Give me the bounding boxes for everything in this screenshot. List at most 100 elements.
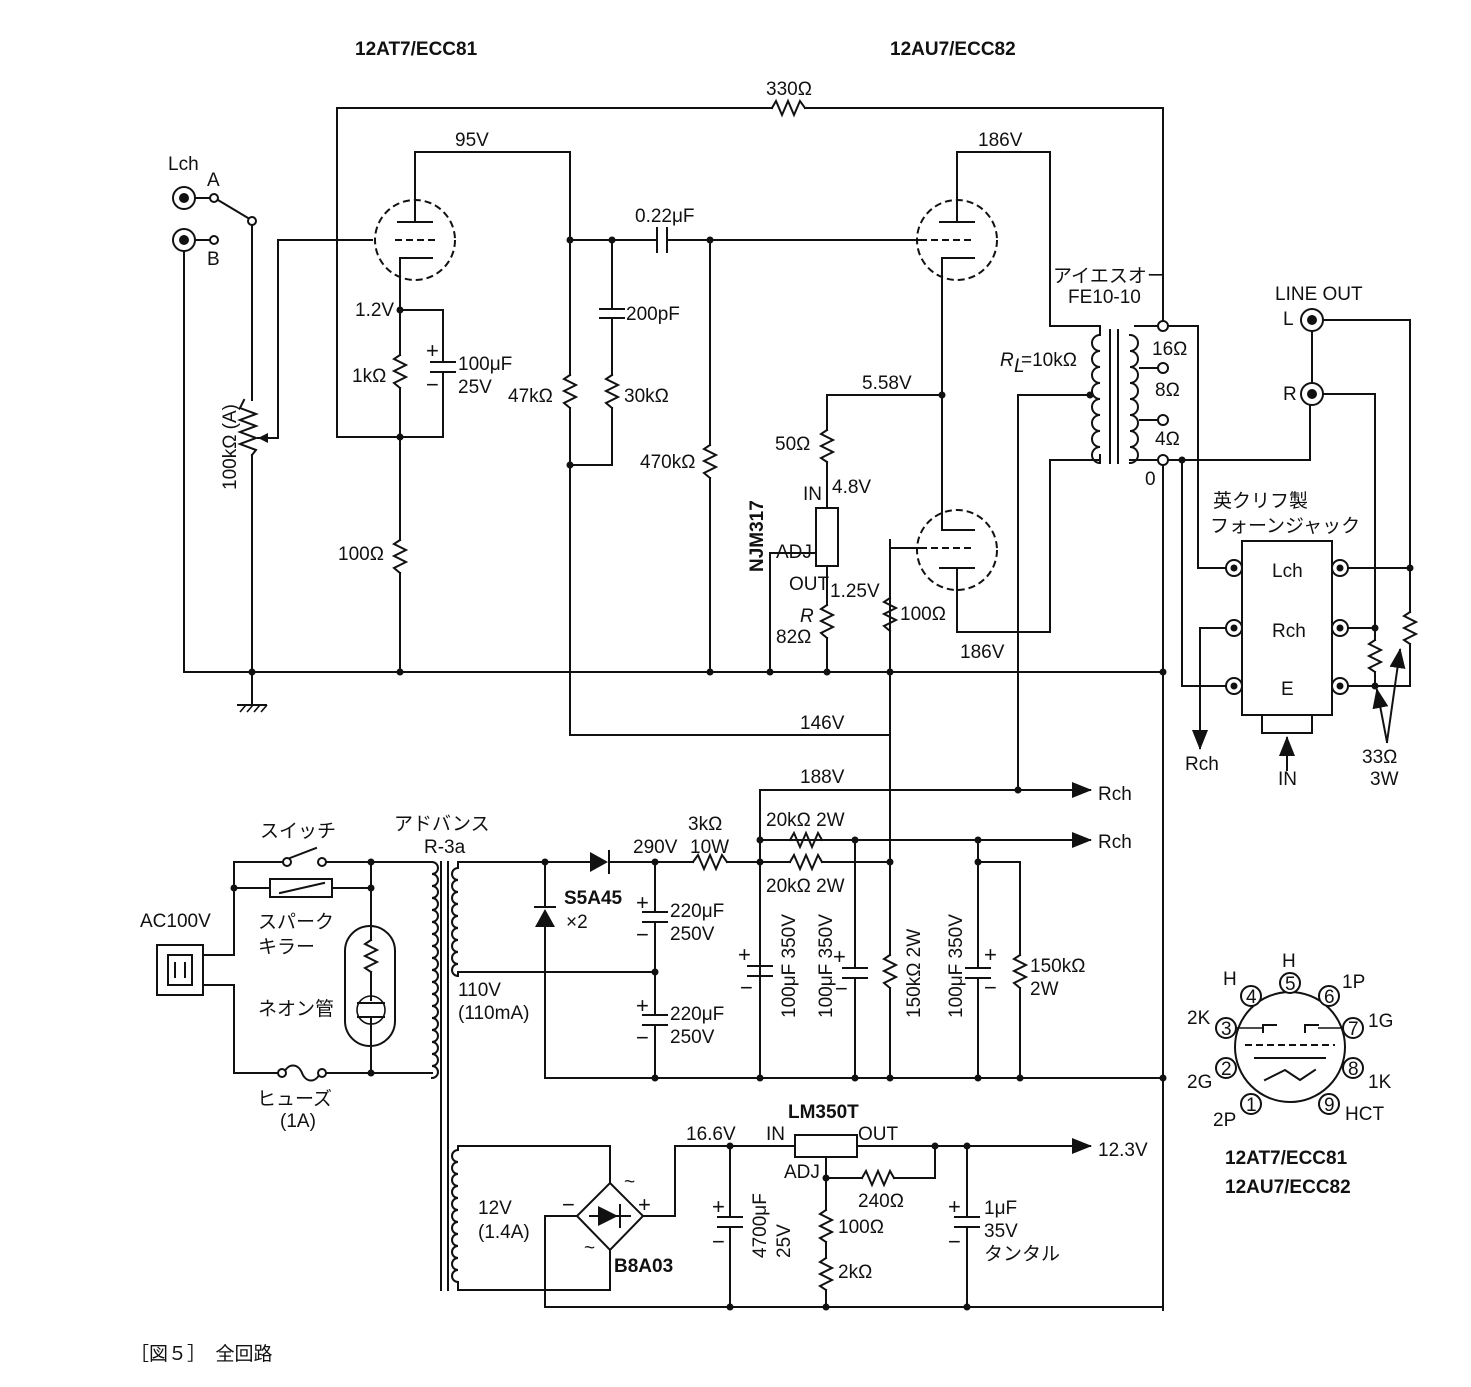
label-4-8v: 4.8V <box>832 477 871 498</box>
pin-label-1g: 1G <box>1368 1011 1393 1032</box>
ac-inlet <box>156 944 204 996</box>
label-82: 82Ω <box>776 627 811 648</box>
label-10w: 10W <box>690 837 729 858</box>
pin-label-2g: 2G <box>1187 1072 1212 1093</box>
pin-3: 3 <box>1221 1019 1232 1040</box>
resistor-47k <box>561 373 579 410</box>
label-pt-a: アドバンス <box>394 814 490 835</box>
pin-1: 1 <box>1246 1095 1257 1116</box>
label-47k: 47kΩ <box>508 386 553 407</box>
tube2-bottom-envelope <box>916 509 998 591</box>
label-switch: スイッチ <box>260 821 336 842</box>
ot-primary <box>1091 333 1102 465</box>
selector-switch <box>216 198 250 220</box>
label-reg2-in: IN <box>766 1124 785 1145</box>
label-150k-2w-a: 150kΩ 2W <box>904 929 925 1018</box>
label-16ohm: 16Ω <box>1152 339 1187 360</box>
label-4700u: 4700μF <box>750 1193 771 1258</box>
label-50: 50Ω <box>775 434 810 455</box>
label-bridge-minus: − <box>562 1192 575 1217</box>
resistor-100-grid <box>881 596 899 633</box>
label-0: 0 <box>1145 469 1156 490</box>
label-reg2-adj: ADJ <box>784 1162 820 1183</box>
svg-text:−: − <box>426 372 439 397</box>
label-100u-350-b: 100μF 350V <box>816 914 837 1018</box>
label-20k-a: 20kΩ 2W <box>766 810 845 831</box>
label-1-25v: 1.25V <box>830 581 880 602</box>
svg-text:+: + <box>636 993 649 1018</box>
label-16-6v: 16.6V <box>686 1124 736 1145</box>
svg-text:+: + <box>833 944 846 969</box>
label-1k: 1kΩ <box>352 366 386 387</box>
label-4ohm: 4Ω <box>1155 429 1180 450</box>
label-out: OUT <box>789 574 830 595</box>
label-35v: 35V <box>984 1221 1018 1242</box>
pinout-title-1: 12AT7/ECC81 <box>1225 1148 1348 1169</box>
label-lm350t: LM350T <box>788 1102 859 1123</box>
pin-8: 8 <box>1348 1059 1359 1080</box>
label-fuse-a: ヒューズ <box>257 1088 332 1110</box>
label-2k: 2kΩ <box>838 1262 872 1283</box>
resistor-33-b <box>1401 610 1419 646</box>
label-s5a45: S5A45 <box>564 888 623 909</box>
svg-text:+: + <box>948 1194 961 1219</box>
label-sk-b: キラー <box>258 937 315 958</box>
tube1-title: 12AT7/ECC81 <box>355 39 478 60</box>
label-jack-rch: Rch <box>1272 621 1306 642</box>
label-100u: 100μF <box>458 354 512 375</box>
svg-text:−: − <box>712 1229 725 1254</box>
svg-text:+: + <box>712 1194 725 1219</box>
label-100: 100Ω <box>338 544 384 565</box>
label-adj: ADJ <box>776 542 812 563</box>
label-rch-jack: Rch <box>1185 754 1219 775</box>
pin-label-1k: 1K <box>1368 1072 1392 1093</box>
label-220u-b: 220μF <box>670 1004 724 1025</box>
resistor-100-cathode <box>391 538 409 575</box>
label-lch-in: Lch <box>168 154 199 175</box>
diode-s5a45-top <box>590 852 608 872</box>
svg-text:~: ~ <box>624 1172 635 1193</box>
resistor-3k <box>691 852 729 872</box>
label-1u: 1μF <box>984 1198 1017 1219</box>
ot-secondary <box>1128 333 1139 465</box>
label-line-out: LINE OUT <box>1275 284 1363 305</box>
label-100u-350-c: 100μF 350V <box>946 914 967 1018</box>
label-x2: ×2 <box>566 912 588 933</box>
label-in: IN <box>803 484 822 505</box>
label-110v: 110V <box>458 980 501 1001</box>
label-100-adj: 100Ω <box>838 1217 884 1238</box>
label-220u-a-v: 250V <box>670 924 715 945</box>
label-240: 240Ω <box>858 1191 904 1212</box>
resistor-330 <box>770 98 807 118</box>
pin-5: 5 <box>1285 974 1296 995</box>
label-1-2v: 1.2V <box>355 300 394 321</box>
resistor-150k-b <box>1011 953 1029 990</box>
label-1-4a: (1.4A) <box>478 1222 530 1243</box>
njm317-body <box>815 507 839 567</box>
pin-6: 6 <box>1324 987 1335 1008</box>
pin-label-h5: H <box>1282 951 1296 972</box>
label-12v: 12V <box>478 1198 512 1219</box>
label-jack-a: 英クリフ製 <box>1213 490 1308 512</box>
label-150k: 150kΩ <box>1030 956 1085 977</box>
label-ac100v: AC100V <box>140 911 211 932</box>
label-ot-b: FE10-10 <box>1068 287 1141 308</box>
svg-text:~: ~ <box>584 1238 595 1259</box>
label-rch-1: Rch <box>1098 784 1132 805</box>
label-reg2-out: OUT <box>858 1124 899 1145</box>
label-188v: 188V <box>800 767 845 788</box>
label-ot-a: アイエスオー <box>1053 266 1166 287</box>
label-sk-a: スパーク <box>258 911 334 933</box>
label-290v: 290V <box>633 837 678 858</box>
label-b: B <box>207 249 220 270</box>
resistor-82 <box>818 603 836 640</box>
resistor-1k <box>391 353 409 390</box>
resistor-30k <box>603 373 621 410</box>
label-4700u-v: 25V <box>774 1224 795 1258</box>
svg-text:−: − <box>740 975 753 1000</box>
label-rl-sub: L <box>1014 356 1025 377</box>
label-186v-top: 186V <box>978 130 1023 151</box>
resistor-100-adj <box>817 1208 835 1244</box>
